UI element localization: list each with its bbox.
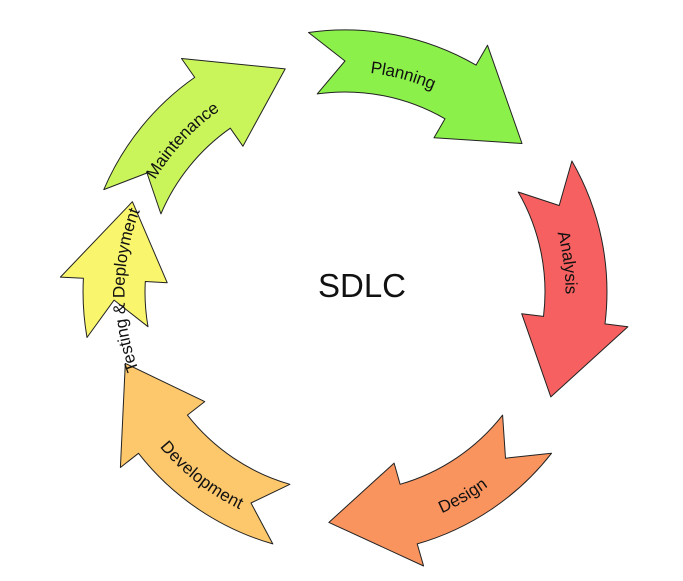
- stage-arrow-testing-deployment: [59, 201, 168, 338]
- stage-arrow-development: [119, 362, 291, 545]
- cycle-segments: [59, 29, 629, 567]
- stage-arrow-maintenance: [103, 58, 286, 215]
- stage-arrow-planning: [308, 29, 523, 144]
- center-title: SDLC: [318, 267, 406, 304]
- stage-arrow-design: [328, 414, 552, 567]
- stage-arrow-analysis: [517, 160, 629, 398]
